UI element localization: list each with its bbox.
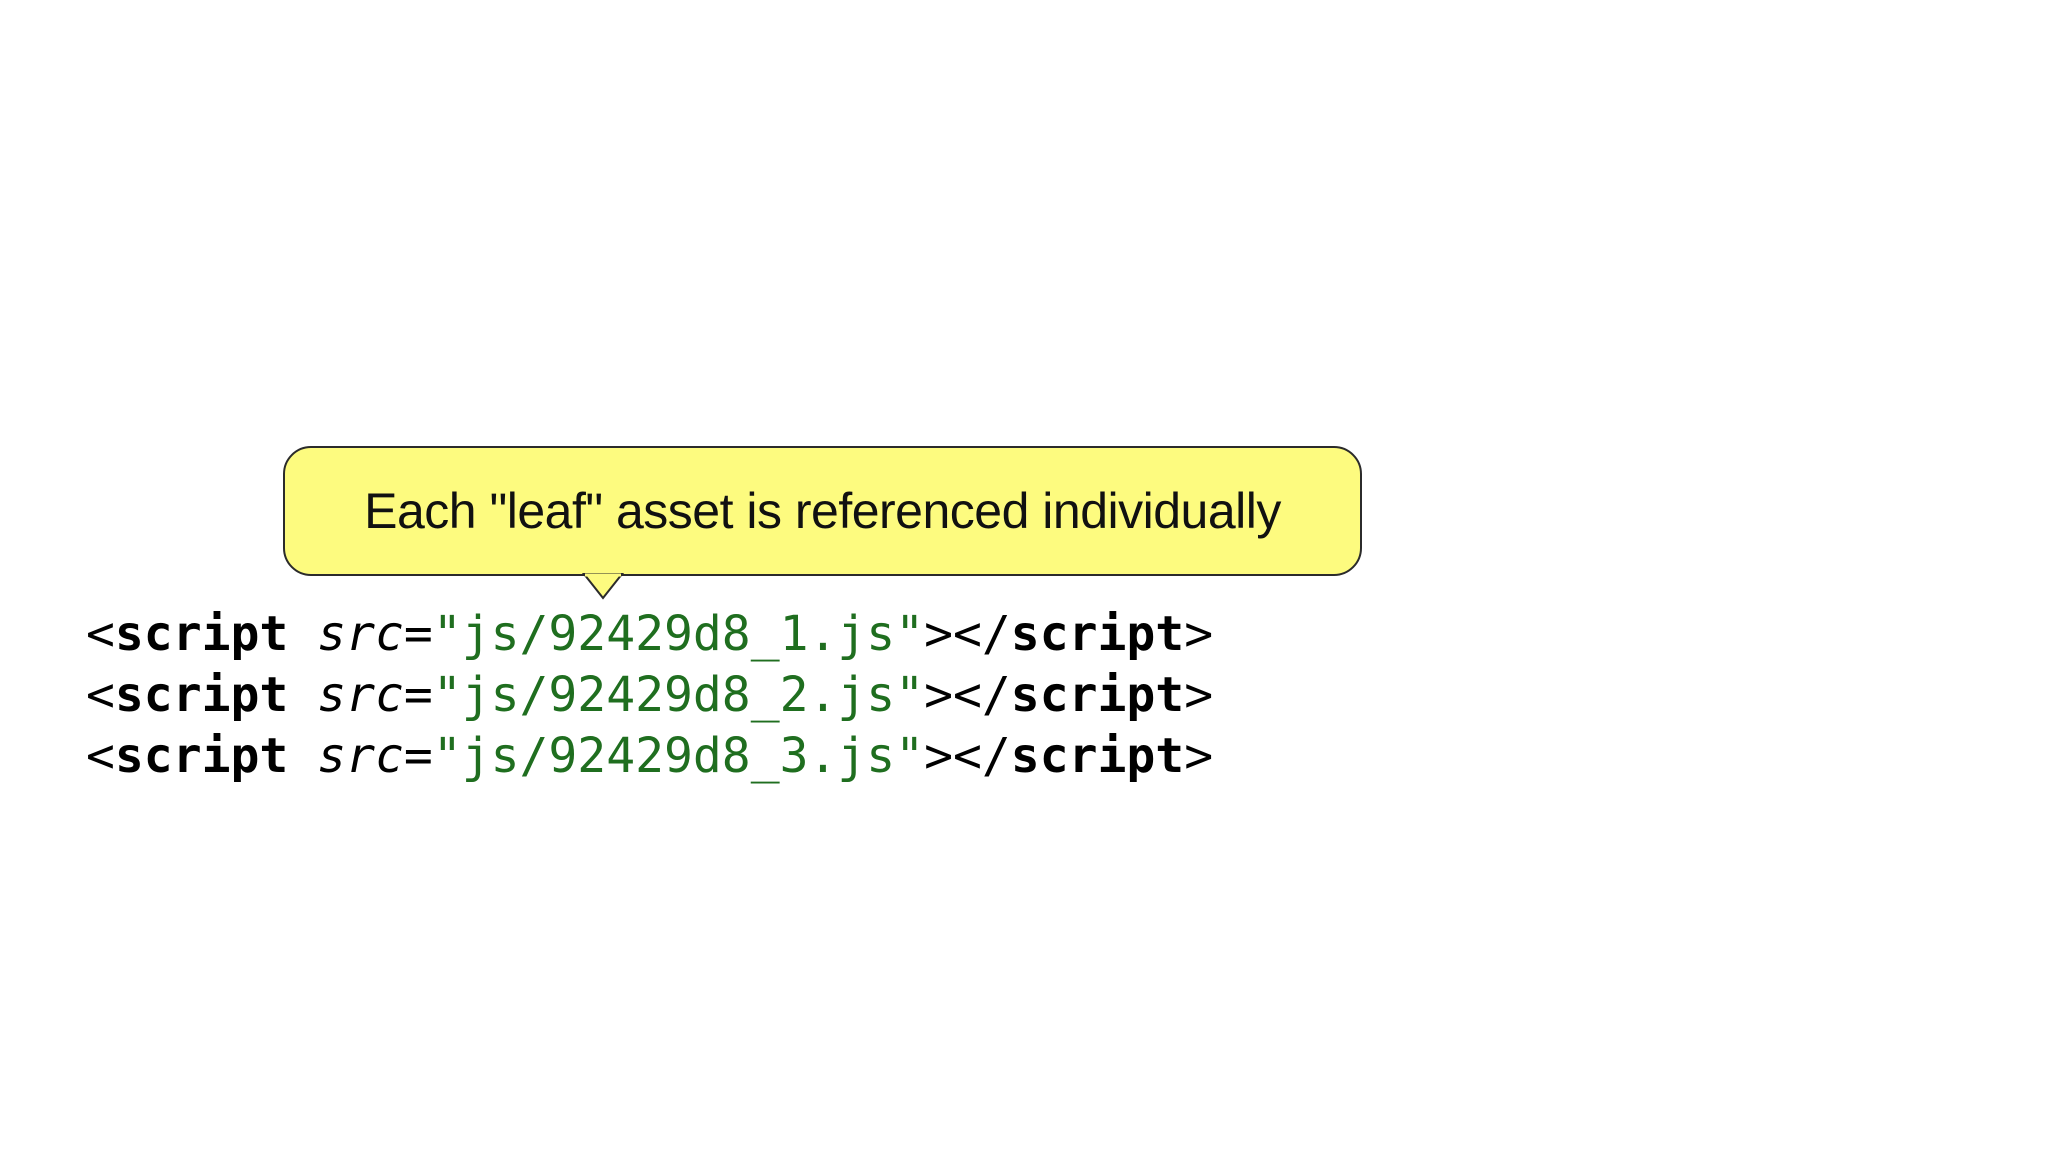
callout-text: Each "leaf" asset is referenced individu… [364, 483, 1281, 539]
code-space [288, 606, 317, 662]
callout-pointer [581, 573, 625, 600]
code-line-1: <script src="js/92429d8_1.js"></script> [86, 604, 1213, 665]
code-punct: = [403, 667, 433, 723]
code-punct: ></ [924, 606, 1011, 662]
code-space [288, 728, 317, 784]
code-tag-name: script [114, 606, 289, 662]
code-line-3: <script src="js/92429d8_3.js"></script> [86, 726, 1213, 787]
code-tag-name: script [1010, 667, 1185, 723]
code-punct: = [403, 728, 433, 784]
code-attr-name: src [317, 667, 404, 723]
code-block: <script src="js/92429d8_1.js"></script> … [86, 604, 1213, 787]
code-punct: = [403, 606, 433, 662]
code-line-2: <script src="js/92429d8_2.js"></script> [86, 665, 1213, 726]
code-tag-name: script [1010, 606, 1185, 662]
code-punct: < [86, 728, 115, 784]
code-punct: < [86, 606, 115, 662]
code-punct: > [1184, 667, 1214, 723]
code-attr-value: "js/92429d8_1.js" [432, 606, 925, 662]
code-attr-name: src [317, 728, 404, 784]
code-tag-name: script [114, 667, 289, 723]
code-punct: > [1184, 606, 1214, 662]
callout-bubble: Each "leaf" asset is referenced individu… [283, 446, 1362, 576]
code-attr-value: "js/92429d8_3.js" [432, 728, 925, 784]
code-tag-name: script [1010, 728, 1185, 784]
code-punct: ></ [924, 667, 1011, 723]
code-punct: < [86, 667, 115, 723]
code-attr-value: "js/92429d8_2.js" [432, 667, 925, 723]
code-punct: > [1184, 728, 1214, 784]
code-punct: ></ [924, 728, 1011, 784]
code-attr-name: src [317, 606, 404, 662]
code-tag-name: script [114, 728, 289, 784]
code-space [288, 667, 317, 723]
